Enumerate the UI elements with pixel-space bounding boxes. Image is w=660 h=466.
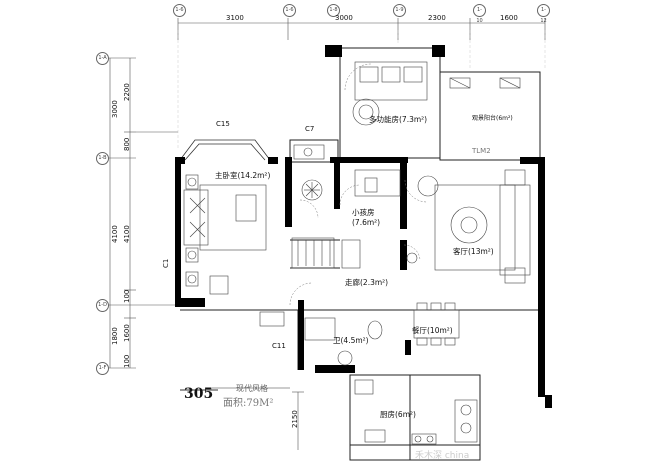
dimension-label: 1800 [111, 327, 119, 345]
axis-lines [177, 30, 546, 150]
multi-room-furniture [352, 61, 428, 126]
axis-marker: 1-B [96, 152, 109, 165]
window-code-c7: C7 [305, 125, 315, 133]
dimension-label: 100 [123, 354, 131, 368]
living-room-furniture [406, 169, 531, 284]
window-code-c1: C1 [162, 258, 170, 268]
bathroom-fixtures [259, 311, 383, 366]
room-label-child-room: 小孩房 [352, 208, 375, 217]
child-room-furniture [301, 169, 401, 269]
window-code-c15: C15 [216, 120, 230, 128]
wardrobe [291, 144, 335, 269]
axis-marker: 1-D [96, 299, 109, 312]
dimension-label: 3000 [335, 14, 353, 22]
door-swings [289, 63, 428, 306]
room-label-master-bedroom: 主卧室(14.2m²) [215, 171, 271, 180]
room-label-living: 客厅(13m²) [453, 247, 494, 256]
door-code-tlm2: TLM2 [472, 147, 491, 155]
dimension-label: 2150 [291, 410, 299, 428]
dimension-label: 3100 [226, 14, 244, 22]
balcony-fixtures [449, 77, 521, 89]
dimension-label: 4100 [123, 225, 131, 243]
room-label-dining: 餐厅(10m²) [412, 326, 453, 335]
dimension-label: 4100 [111, 225, 119, 243]
dimension-label: 2200 [123, 83, 131, 101]
area-note: 面积:79M² [223, 398, 274, 409]
room-label-corridor: 走廊(2.3m²) [345, 278, 389, 287]
axis-marker: 1-F [96, 362, 109, 375]
style-note: 现代风格 [236, 384, 268, 393]
room-label-balcony: 观景阳台(6m²) [472, 115, 513, 122]
room-label-kitchen: 厨房(6m²) [380, 410, 416, 419]
thick-walls [175, 45, 552, 408]
dimension-lines [104, 18, 546, 450]
axis-marker: 1-9 [393, 4, 406, 17]
dimension-label: 2300 [428, 14, 446, 22]
title-block-lines [180, 387, 290, 391]
unit-number: 305 [184, 386, 214, 402]
axis-marker: 1-6 [283, 4, 296, 17]
window-code-c11: C11 [272, 342, 286, 350]
dimension-label: 100 [123, 289, 131, 303]
room-label-multi-room: 多功能房(7.3m²) [369, 115, 428, 124]
dimension-label: 1600 [123, 324, 131, 342]
dimension-label: 800 [123, 137, 131, 151]
watermark: 禾木深 china [415, 451, 470, 461]
master-bed [183, 174, 267, 295]
dimension-label: 3000 [111, 100, 119, 118]
dining-furniture [413, 302, 460, 346]
dimension-label: 1600 [500, 14, 518, 22]
kitchen-fixtures [354, 379, 478, 445]
axis-marker: 1-8 [327, 4, 340, 17]
axis-marker: 1-12 [537, 4, 550, 24]
axis-marker: 1-A [96, 52, 109, 65]
bay-window-c15 [179, 139, 271, 161]
axis-marker: 1-6 [173, 4, 186, 17]
room-label-child-room-area: (7.6m²) [352, 218, 381, 227]
room-label-bath: 卫(4.5m²) [333, 336, 369, 345]
axis-marker: 1-10 [473, 4, 486, 24]
